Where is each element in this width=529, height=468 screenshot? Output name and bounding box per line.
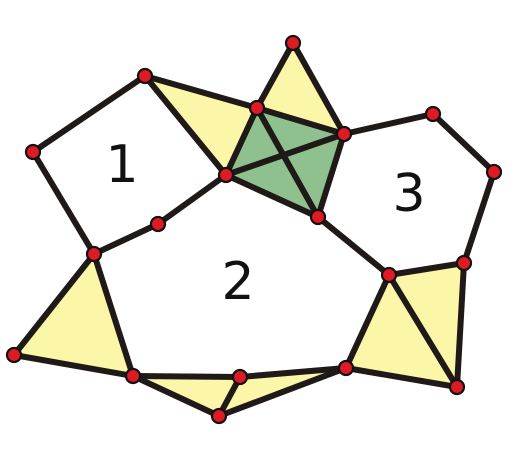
edge: [430, 111, 497, 175]
vertex: [455, 254, 473, 272]
edge: [91, 221, 161, 257]
edge: [130, 373, 222, 419]
vertex: [335, 125, 353, 143]
edge: [315, 214, 392, 278]
edge: [290, 40, 347, 137]
edge: [461, 169, 497, 266]
edge: [11, 251, 97, 358]
region-labels: 1 2 3: [105, 135, 425, 312]
vertex: [85, 245, 103, 263]
edge: [254, 40, 296, 111]
vertex: [24, 143, 42, 161]
vertices: [5, 34, 503, 425]
edge: [223, 172, 321, 220]
edge: [11, 352, 136, 379]
edge: [142, 73, 229, 178]
region-label-3: 3: [392, 164, 425, 224]
edge: [386, 272, 460, 390]
edge: [130, 373, 243, 380]
edge: [341, 111, 436, 137]
vertex: [337, 359, 355, 377]
edge: [91, 251, 136, 379]
vertex: [149, 215, 167, 233]
vertex: [5, 346, 23, 364]
edge: [343, 272, 392, 371]
region-label-1: 1: [105, 135, 138, 195]
vertex: [231, 368, 249, 386]
yellow-triangle-right-upper: [389, 263, 464, 387]
vertex: [380, 266, 398, 284]
edge: [254, 105, 321, 220]
edge: [454, 260, 467, 390]
edge: [237, 365, 349, 380]
vertex: [248, 99, 266, 117]
edge: [254, 105, 347, 137]
vertex: [485, 163, 503, 181]
vertex: [309, 208, 327, 226]
edge: [30, 73, 148, 155]
edge: [223, 105, 260, 178]
edge: [223, 131, 347, 178]
vertex: [448, 378, 466, 396]
edge: [343, 365, 460, 390]
vertex: [210, 407, 228, 425]
edge: [155, 172, 229, 227]
vertex: [124, 367, 142, 385]
vertex: [217, 166, 235, 184]
vertex: [424, 105, 442, 123]
vertex: [136, 67, 154, 85]
edge: [315, 131, 347, 220]
yellow-triangle-right-lower: [346, 275, 457, 387]
edge: [142, 73, 260, 111]
edge: [30, 149, 97, 257]
yellow-triangle-top: [257, 43, 344, 134]
edge: [216, 365, 349, 419]
region-label-2: 2: [221, 252, 254, 312]
edge: [386, 260, 467, 278]
vertex: [284, 34, 302, 52]
